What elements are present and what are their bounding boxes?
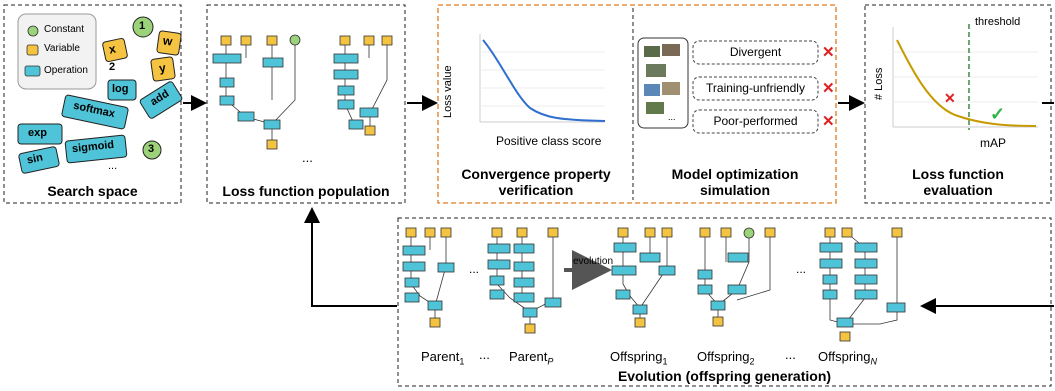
threshold-label: threshold [975, 16, 1021, 28]
parent-ellipsis: ... [479, 347, 490, 362]
operation-legend-icon [24, 65, 41, 77]
offspring-1-label: Offspring1 [610, 349, 668, 367]
parent-p-label: ParentP [509, 349, 554, 367]
legend-variable-label: Variable [44, 43, 80, 54]
offspring-n-label: OffspringN [818, 349, 878, 367]
population-title: Loss function population [222, 183, 390, 199]
op-token-exp: exp [28, 127, 47, 139]
constant-token-3: 3 [148, 143, 155, 155]
evaluation-panel [864, 4, 1052, 204]
evaluation-title-line2: evaluation [923, 182, 993, 198]
convergence-title-line1: Convergence property [461, 166, 611, 182]
offspring-ellipsis: ... [785, 347, 796, 362]
simulation-image-stack [637, 37, 689, 129]
tree-ellipsis-left: ... [469, 262, 480, 276]
arrow-evolution-to-population [304, 207, 397, 307]
search-space-tokens [17, 16, 183, 174]
convergence-chart [479, 34, 606, 123]
evaluation-xlabel: mAP [980, 136, 1007, 150]
search-space-title: Search space [47, 183, 138, 199]
variable-token-y: y [158, 60, 167, 76]
population-ellipsis: ... [302, 150, 313, 165]
evolution-arrow-label: evolution [573, 256, 614, 267]
search-space-ellipsis: ... [108, 160, 118, 172]
check-icon: ✓ [990, 104, 1006, 124]
population-tree-2 [333, 35, 393, 136]
evolution-trees [402, 227, 906, 342]
variable-legend-icon [26, 44, 39, 56]
tree-ellipsis-right: ... [796, 262, 807, 276]
variable-token-w: w [162, 33, 174, 49]
cross-icon: ✕ [822, 80, 835, 97]
offspring-2-label: Offspring2 [697, 349, 755, 367]
simulation-ellipsis: ... [668, 112, 676, 122]
outcome-divergent: Divergent [729, 45, 782, 59]
evaluation-chart [892, 24, 1038, 130]
cross-icon: ✕ [822, 44, 835, 61]
convergence-title-line2: verification [498, 182, 574, 198]
evaluation-title: Loss function evaluation [865, 166, 1051, 198]
evaluation-title-line1: Loss function [912, 166, 1004, 182]
outcome-poor-performed: Poor-performed [713, 114, 798, 128]
constant-token-2: 2 [109, 61, 116, 73]
legend-operation-label: Operation [44, 65, 88, 76]
simulation-title-line2: simulation [699, 182, 770, 198]
population-tree-1 [212, 34, 301, 150]
outcome-training-unfriendly: Training-unfriendly [706, 81, 805, 95]
convergence-xlabel: Positive class score [496, 134, 602, 148]
constant-legend-icon [27, 25, 39, 37]
search-space-panel [3, 4, 182, 204]
cross-icon: ✕ [944, 90, 956, 106]
cross-icon: ✕ [822, 113, 835, 130]
parent-1-label: Parent1 [421, 349, 465, 367]
convergence-title: Convergence property verification [442, 166, 630, 198]
constant-token-1: 1 [139, 20, 146, 32]
convergence-ylabel: Loss value [442, 65, 454, 118]
population-panel [206, 4, 406, 204]
loss-curve [896, 39, 1037, 127]
op-token-log: log [112, 83, 129, 95]
evaluation-ylabel: # Loss [873, 67, 885, 100]
evolution-panel [397, 217, 1052, 387]
evolution-title: Evolution (offspring generation) [617, 368, 832, 384]
simulation-outcome-boxes [692, 40, 819, 134]
simulation-title: Model optimization simulation [636, 166, 834, 198]
verification-panel [437, 4, 837, 204]
legend-constant-label: Constant [44, 24, 85, 35]
simulation-title-line1: Model optimization [671, 166, 799, 182]
convergence-curve [482, 39, 606, 122]
